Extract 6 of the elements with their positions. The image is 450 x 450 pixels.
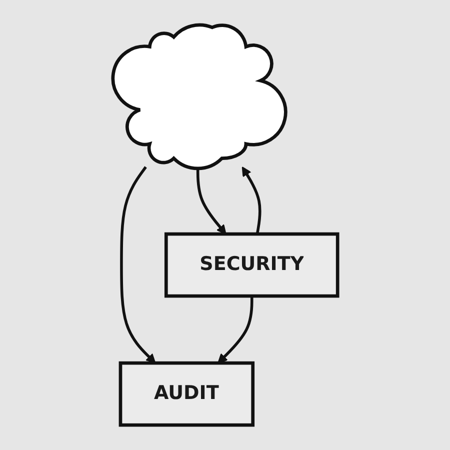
node-cloud — [111, 23, 287, 170]
arrow — [120, 166, 156, 364]
node-box: AUDIT — [118, 361, 254, 427]
node-box: SECURITY — [164, 232, 339, 298]
arrow — [242, 166, 262, 234]
arrow — [217, 296, 253, 364]
